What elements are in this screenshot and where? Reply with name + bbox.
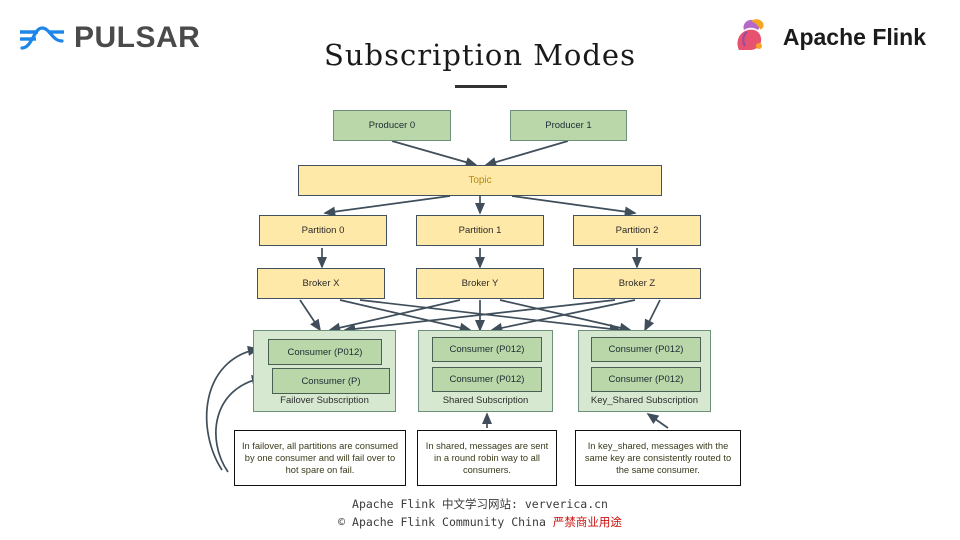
partition-2-box[interactable]: Partition 2 — [573, 215, 701, 246]
footer-line-1: Apache Flink 中文学习网站: ververica.cn — [352, 497, 608, 512]
failover-consumer-0[interactable]: Consumer (P012) — [268, 339, 382, 365]
shared-callout-text: In shared, messages are sent in a round … — [425, 440, 549, 476]
failover-callout-text: In failover, all partitions are consumed… — [241, 440, 399, 476]
partition-0-label: Partition 0 — [301, 224, 345, 236]
key-shared-subscription-group[interactable]: Consumer (P012) Consumer (P012) Key_Shar… — [578, 330, 711, 412]
key-shared-callout-text: In key_shared, messages with the same ke… — [584, 440, 732, 476]
failover-consumer-1-label: Consumer (P) — [301, 375, 361, 387]
topic-box[interactable]: Topic — [298, 165, 662, 196]
failover-consumer-1[interactable]: Consumer (P) — [272, 368, 390, 394]
shared-consumer-1-label: Consumer (P012) — [449, 374, 525, 385]
key-shared-callout: In key_shared, messages with the same ke… — [575, 430, 741, 486]
flink-wordmark: Apache Flink — [782, 23, 926, 50]
failover-subscription-label: Failover Subscription — [280, 395, 369, 406]
shared-callout: In shared, messages are sent in a round … — [417, 430, 557, 486]
producer-1-label: Producer 1 — [545, 119, 592, 131]
footer: Apache Flink 中文学习网站: ververica.cn © Apac… — [0, 496, 960, 532]
key-shared-consumer-1[interactable]: Consumer (P012) — [591, 367, 701, 392]
footer-line-2: © Apache Flink Community China 严禁商业用途 — [0, 514, 960, 532]
key-shared-consumer-0[interactable]: Consumer (P012) — [591, 337, 701, 362]
broker-y-box[interactable]: Broker Y — [416, 268, 544, 299]
partition-1-label: Partition 1 — [458, 224, 502, 236]
key-shared-consumer-1-label: Consumer (P012) — [608, 374, 684, 385]
partition-2-label: Partition 2 — [615, 224, 659, 236]
producer-0-label: Producer 0 — [368, 119, 416, 131]
broker-x-box[interactable]: Broker X — [257, 268, 385, 299]
pulsar-wave-icon — [16, 18, 68, 58]
pulsar-logo: PULSAR — [16, 18, 200, 58]
flink-squirrel-icon — [731, 16, 773, 58]
broker-z-label: Broker Z — [618, 277, 656, 289]
flink-logo: Apache Flink — [731, 16, 926, 58]
shared-consumer-0-label: Consumer (P012) — [449, 344, 525, 355]
footer-notice: 严禁商业用途 — [552, 515, 622, 530]
producer-0-box[interactable]: Producer 0 — [333, 110, 451, 141]
shared-consumer-0[interactable]: Consumer (P012) — [432, 337, 542, 362]
broker-y-label: Broker Y — [461, 277, 499, 289]
topic-label: Topic — [468, 174, 492, 186]
failover-subscription-group[interactable]: Consumer (P012) Consumer (P) Failover Su… — [253, 330, 396, 412]
partition-1-box[interactable]: Partition 1 — [416, 215, 544, 246]
footer-copyright: © Apache Flink Community China — [338, 515, 546, 530]
key-shared-consumer-0-label: Consumer (P012) — [608, 344, 684, 355]
pulsar-wordmark: PULSAR — [74, 21, 201, 54]
title-underline — [455, 85, 507, 88]
producer-1-box[interactable]: Producer 1 — [510, 110, 627, 141]
shared-consumer-1[interactable]: Consumer (P012) — [432, 367, 542, 392]
failover-callout: In failover, all partitions are consumed… — [234, 430, 406, 486]
broker-z-box[interactable]: Broker Z — [573, 268, 701, 299]
page-title: Subscription Modes — [324, 38, 636, 72]
shared-subscription-label: Shared Subscription — [442, 395, 529, 406]
key-shared-subscription-label: Key_Shared Subscription — [590, 395, 699, 406]
shared-subscription-group[interactable]: Consumer (P012) Consumer (P012) Shared S… — [418, 330, 553, 412]
failover-consumer-0-label: Consumer (P012) — [287, 346, 363, 358]
partition-0-box[interactable]: Partition 0 — [259, 215, 387, 246]
broker-x-label: Broker X — [302, 277, 340, 289]
